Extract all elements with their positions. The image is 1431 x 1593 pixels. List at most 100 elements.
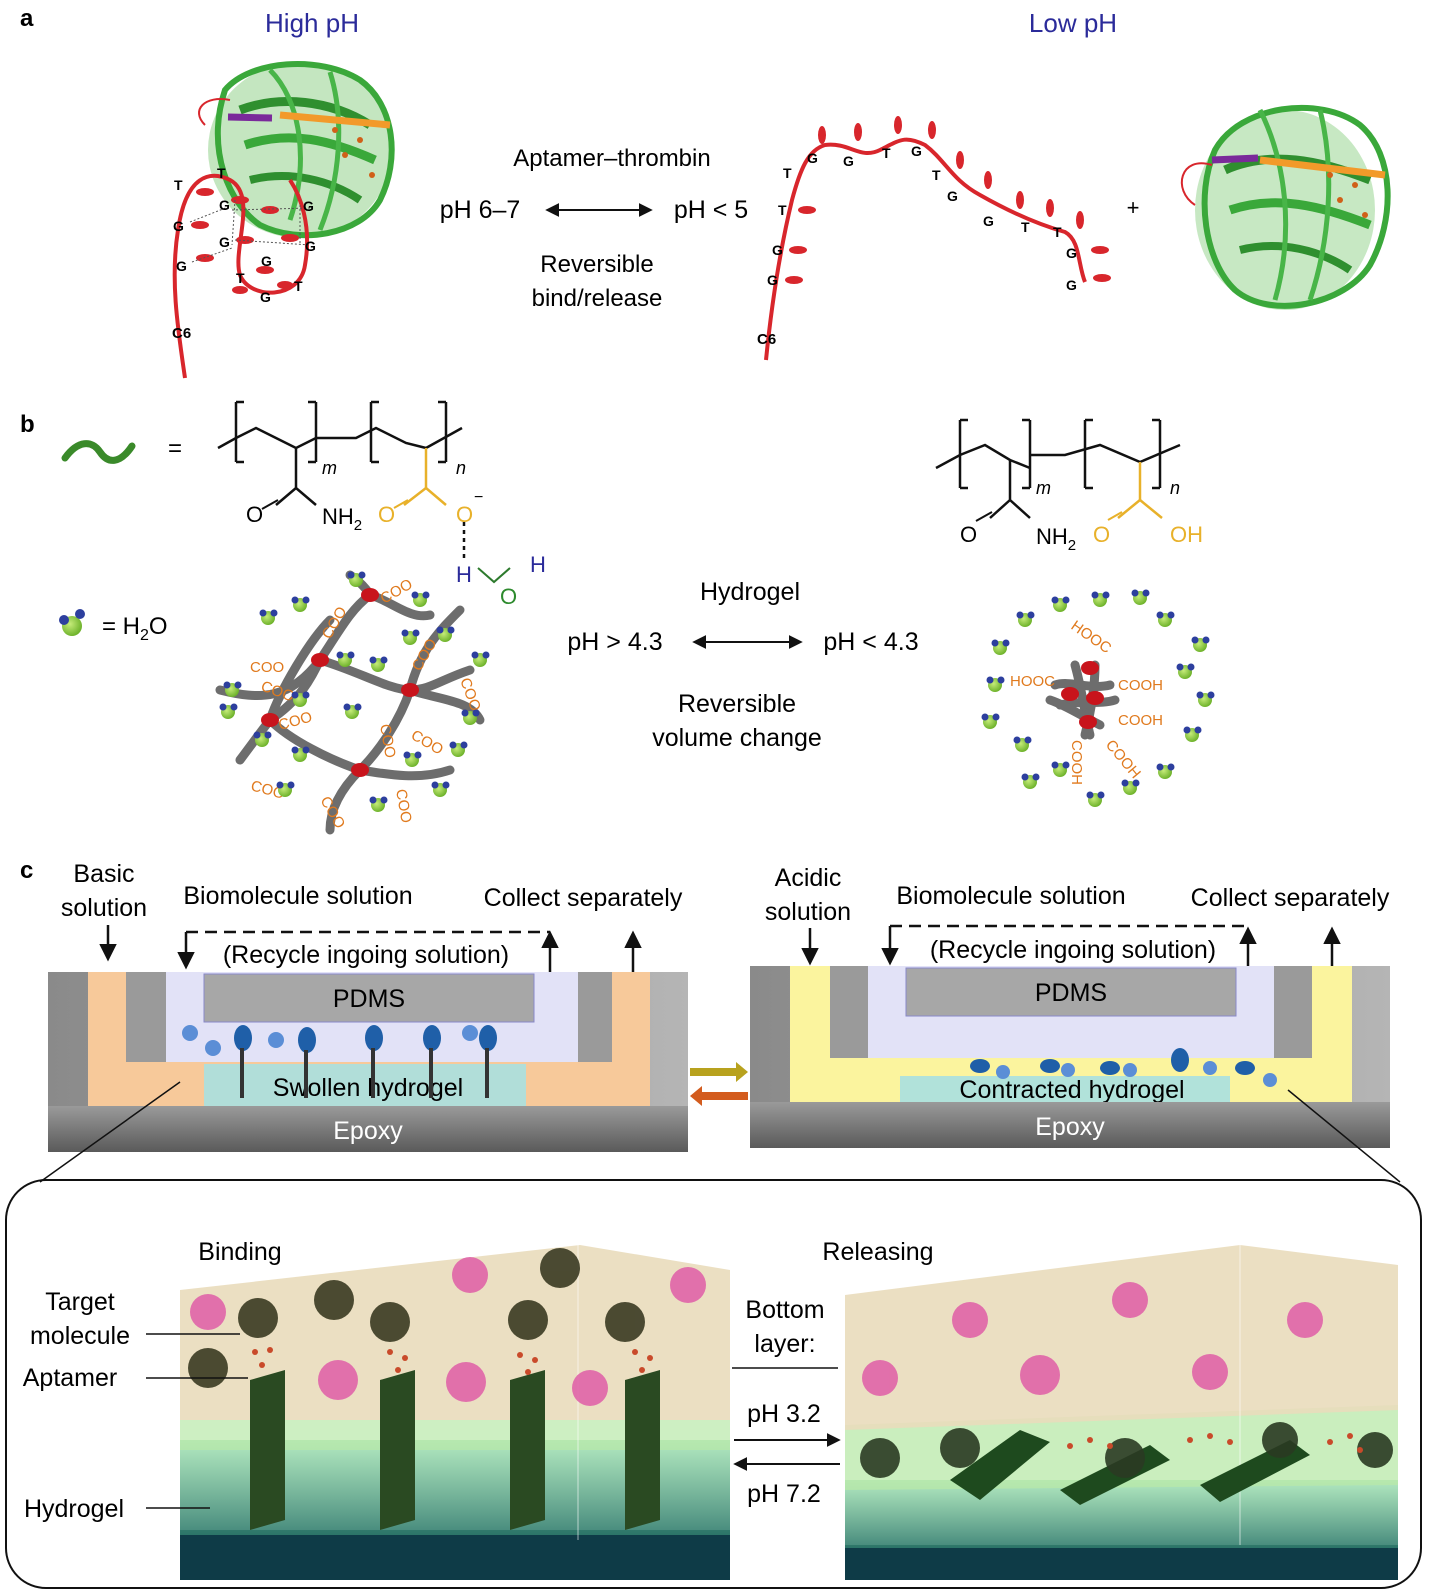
base-label: G (1066, 245, 1077, 261)
panel-b-label: b (20, 411, 35, 438)
pdms-label: PDMS (1035, 979, 1107, 1007)
volume-change-label: volume change (652, 724, 822, 752)
bottom-layer-label: layer: (754, 1330, 815, 1358)
swollen-hydrogel-label: Swollen hydrogel (273, 1074, 463, 1102)
bottom-layer-label: Bottom (745, 1296, 824, 1324)
carboxylate-label: COO (392, 788, 415, 825)
releasing-label: Releasing (822, 1238, 933, 1266)
swollen-hydrogel: COO COO COO COO COO COO COO COO COO COO … (220, 572, 490, 832)
water-o: O (500, 584, 517, 609)
subscript-m: m (322, 458, 337, 478)
base-label: G (983, 213, 994, 229)
carboxylate-o-label: O (378, 502, 395, 527)
reversible-label: Reversible (540, 251, 653, 278)
switch-arrows (690, 1062, 748, 1106)
base-label: G (219, 234, 230, 250)
ph-3-2-label: pH 3.2 (747, 1400, 821, 1428)
base-label: G (911, 143, 922, 159)
carboxyl-label: COOH (1068, 740, 1085, 785)
carboxyl-o-label: O (1093, 522, 1110, 547)
pdms-label: PDMS (333, 985, 405, 1013)
target-molecule-label: molecule (30, 1322, 130, 1350)
base-label: T (174, 177, 183, 193)
aptamer-label: Aptamer (23, 1364, 117, 1392)
water-h-left: H (456, 562, 472, 587)
reversible-label: Reversible (678, 690, 796, 718)
panel-c-label: c (20, 857, 33, 884)
ph-lt-4-3-label: pH < 4.3 (823, 628, 918, 656)
water-h-right: H (530, 552, 546, 577)
ph-7-2-label: pH 7.2 (747, 1480, 821, 1508)
releasing-block: Releasing (822, 1238, 1398, 1580)
carboxyl-label: COOH (1118, 712, 1163, 729)
carboxylate-o-minus-label: O (456, 502, 473, 527)
plus-sign: + (1127, 195, 1140, 220)
epoxy-label: Epoxy (1035, 1113, 1105, 1141)
thrombin-protein-free (1182, 108, 1388, 310)
linear-aptamer: T G G T G T G G T T G G T G G C6 (757, 116, 1111, 360)
target-molecule-label: Target (45, 1288, 115, 1316)
panel-a-label: a (20, 5, 34, 32)
base-label: T (236, 270, 245, 286)
subscript-m: m (1036, 478, 1051, 498)
base-label: G (1066, 277, 1077, 293)
base-label: G (772, 242, 783, 258)
base-label: T (1021, 219, 1030, 235)
device-acidic: Acidic solution Biomolecule solution Col… (750, 864, 1390, 1148)
base-label: G (219, 197, 230, 213)
nh2-label: NH2 (1036, 524, 1076, 554)
contracted-hydrogel: HOOC HOOC COOH COOH COOH COOH (982, 590, 1215, 808)
subscript-n: n (1170, 478, 1180, 498)
nh2-subscript: 2 (354, 517, 362, 534)
polymer-structure-ionized (218, 402, 510, 582)
water-molecule-icon (59, 609, 85, 636)
carboxylate-label: COO (317, 794, 349, 832)
polymer-structure-protonated (936, 420, 1180, 521)
basic-solution-label: solution (61, 894, 147, 922)
biomolecule-solution-label: Biomolecule solution (183, 882, 412, 910)
carbonyl-o-label: O (960, 522, 977, 547)
carbonyl-o-label: O (246, 502, 263, 527)
base-label: G (767, 272, 778, 288)
high-ph-heading: High pH (265, 8, 359, 38)
base-label: G (807, 150, 818, 166)
collect-separately-label: Collect separately (1191, 884, 1390, 912)
base-label: G (843, 153, 854, 169)
carboxylate-label: COO (250, 659, 284, 676)
base-label: T (1053, 224, 1062, 240)
nh2-subscript: 2 (1068, 537, 1076, 554)
recycle-label: (Recycle ingoing solution) (930, 936, 1216, 964)
base-label: T (932, 167, 941, 183)
binding-block: Binding (180, 1238, 730, 1593)
equals-sign: = (168, 435, 182, 462)
subscript-n: n (456, 458, 466, 478)
carboxyl-label: HOOC (1068, 617, 1115, 657)
carboxyl-label: COOH (1118, 677, 1163, 694)
acidic-solution-label: Acidic (775, 864, 842, 892)
biomolecule-solution-label: Biomolecule solution (896, 882, 1125, 910)
contracted-hydrogel-label: Contracted hydrogel (959, 1076, 1184, 1104)
base-label: G (260, 289, 271, 305)
polymer-chain-icon (65, 444, 132, 461)
binding-label: Binding (198, 1238, 281, 1266)
acidic-solution-label: solution (765, 898, 851, 926)
c6-label: C6 (172, 325, 191, 342)
base-label: G (173, 218, 184, 234)
base-label: G (261, 253, 272, 269)
collect-separately-label: Collect separately (484, 884, 683, 912)
panel-c: c Basic solution Biomolecule solution Co… (6, 857, 1421, 1593)
base-label: G (305, 238, 316, 254)
water-subscript: 2 (140, 627, 149, 644)
base-label: T (217, 165, 226, 181)
minus-charge: − (474, 489, 483, 506)
panel-b: b = m n O NH2 O O − H O H (20, 402, 1215, 832)
hydrogel-label: Hydrogel (24, 1495, 124, 1523)
low-ph-heading: Low pH (1029, 8, 1117, 38)
nh2-label: NH2 (322, 504, 362, 534)
water-legend: = H2O (102, 613, 168, 644)
base-label: T (783, 165, 792, 181)
carboxyl-label: COOH (1102, 737, 1144, 782)
basic-solution-label: Basic (73, 860, 134, 888)
base-label: G (176, 258, 187, 274)
